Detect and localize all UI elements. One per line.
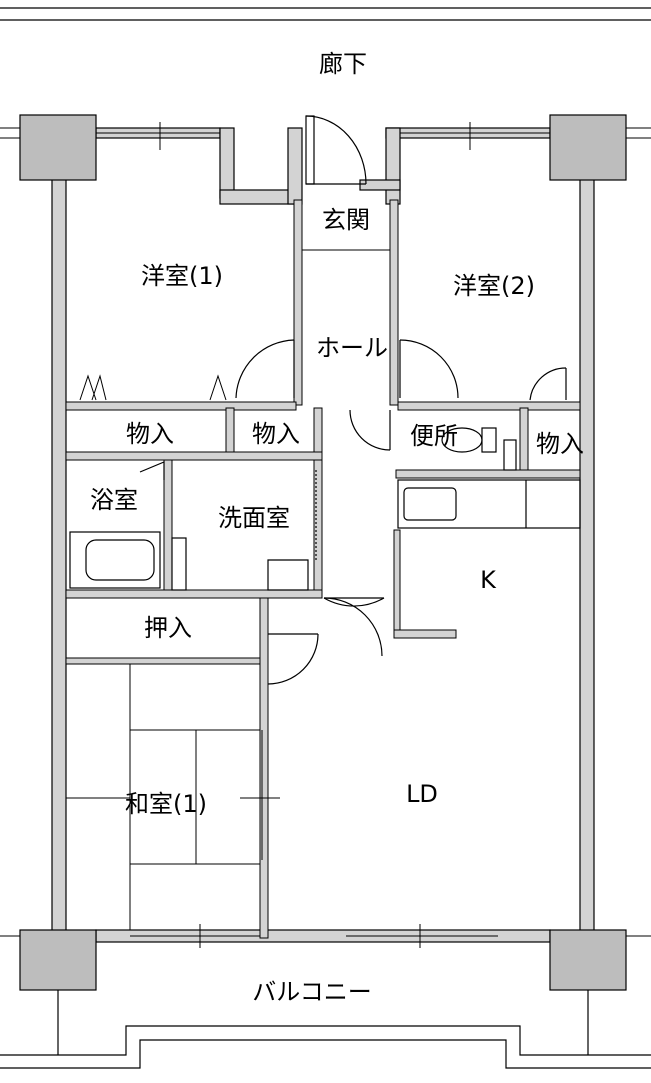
label-balcony: バルコニー — [252, 978, 372, 1006]
bottom-windows — [0, 924, 651, 948]
label-living-dining: LD — [406, 780, 438, 808]
washroom-fixtures — [171, 470, 317, 591]
interior-walls — [65, 199, 581, 939]
room-labels: 廊下 玄関 洋室(1) 洋室(2) ホール 物入 物入 便所 物入 浴室 洗面室… — [90, 50, 584, 1006]
label-storage-1: 物入 — [126, 420, 174, 448]
label-bathroom: 浴室 — [90, 486, 138, 514]
label-japanese-room: 和室(1) — [125, 790, 207, 818]
bathtub — [69, 531, 161, 589]
corridor-lines — [0, 7, 651, 21]
label-entrance: 玄関 — [322, 206, 370, 234]
label-closet: 押入 — [144, 614, 192, 642]
label-washroom: 洗面室 — [218, 504, 290, 532]
label-corridor: 廊下 — [319, 50, 367, 78]
folding-doors — [79, 374, 227, 401]
tatami-mats — [65, 664, 280, 930]
kitchen-counter — [397, 479, 581, 529]
label-storage-3: 物入 — [536, 430, 584, 458]
toilet-fixture — [441, 427, 517, 471]
outer-walls — [51, 127, 595, 943]
entrance-door — [305, 115, 367, 185]
label-kitchen: K — [480, 566, 497, 594]
label-western-room-2: 洋室(2) — [453, 272, 535, 300]
room-doors — [139, 339, 567, 685]
balcony-railing — [0, 990, 651, 1069]
columns — [19, 114, 627, 991]
label-hall: ホール — [316, 334, 388, 362]
top-windows — [0, 122, 651, 150]
label-storage-2: 物入 — [252, 420, 300, 448]
label-toilet: 便所 — [410, 422, 458, 450]
label-western-room-1: 洋室(1) — [141, 262, 223, 290]
